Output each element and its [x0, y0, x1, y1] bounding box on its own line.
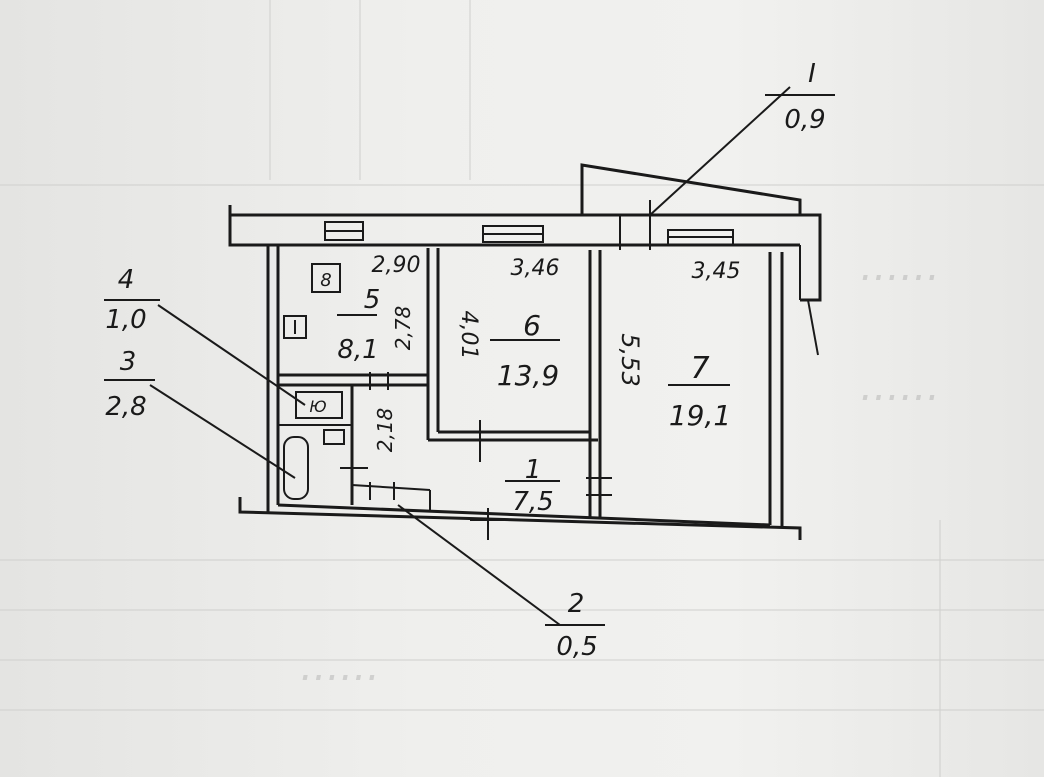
dim-width-room-7: 3,45: [692, 259, 741, 284]
room-3-number: 3: [120, 347, 137, 377]
dim-width-room-5: 2,90: [372, 253, 421, 278]
bathtub-icon: [283, 436, 309, 500]
svg-text:……: ……: [300, 644, 380, 690]
dim-height-room-6: 4,01: [456, 311, 481, 360]
room-7-number: 7: [690, 351, 709, 386]
sink-icon: [283, 315, 307, 339]
room-5-number: 5: [364, 285, 381, 315]
toilet-icon: Ю: [295, 391, 343, 419]
room-1-area: 7,5: [512, 487, 553, 517]
dim-width-room-6: 3,46: [511, 256, 560, 281]
svg-text:8: 8: [320, 270, 331, 291]
room-6-area: 13,9: [497, 359, 559, 392]
dim-height-room-7: 5,53: [616, 333, 644, 386]
stove-icon: 8: [311, 263, 341, 293]
room-3-area: 2,8: [105, 392, 146, 422]
interior-walls: [278, 248, 612, 540]
room-1-number: 1: [525, 455, 542, 485]
section-label: I: [808, 59, 816, 89]
room-5-area: 8,1: [337, 335, 378, 365]
room-4-area: 1,0: [105, 305, 146, 335]
leader-lines: [104, 86, 835, 626]
show-through-writing: …… …… ……: [300, 244, 940, 690]
room-4-number: 4: [118, 265, 135, 295]
dim-height-room-5: 2,78: [391, 306, 415, 351]
room-2-number: 2: [568, 589, 585, 619]
dim-height-corridor: 2,18: [373, 408, 397, 453]
washbasin-icon: [323, 429, 345, 445]
room-6-number: 6: [523, 309, 541, 342]
svg-text:……: ……: [860, 364, 940, 410]
room-2-area: 0,5: [556, 632, 597, 662]
room-7-area: 19,1: [669, 399, 731, 432]
svg-text:……: ……: [860, 244, 940, 290]
section-area: 0,9: [784, 105, 825, 135]
svg-text:Ю: Ю: [309, 397, 326, 416]
